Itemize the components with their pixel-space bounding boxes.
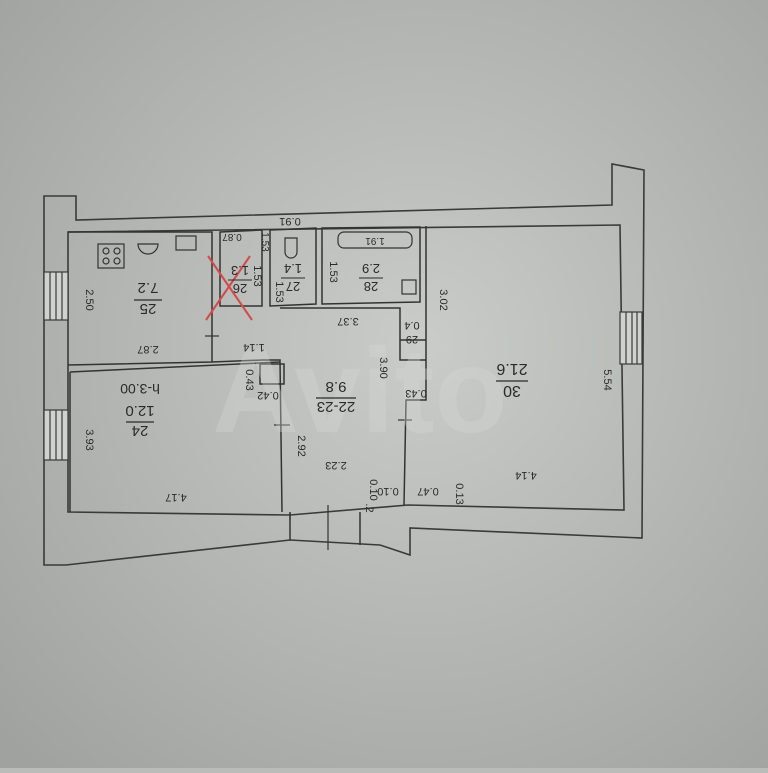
room-22-23-label: 22-23 9.8 (316, 378, 356, 415)
dim-2-92: 2.92 (295, 435, 307, 456)
dim-0-2: .2 (363, 503, 375, 512)
dim-1-53d: 1.53 (327, 261, 339, 282)
dim-top: 0.91 (279, 215, 300, 227)
dim-0-13: 0.13 (453, 483, 465, 504)
dim-2-50: 2.50 (83, 289, 95, 310)
dim-0-10: 0.10 (367, 479, 379, 500)
cross-out-mark (205, 255, 253, 321)
dim-3-90: 3.90 (377, 357, 389, 378)
dim-3-37: 3.37 (337, 315, 358, 327)
room-30-label: 30 21.6 (496, 360, 528, 399)
room-number: 24 (132, 422, 149, 439)
room-number: 26 (233, 281, 247, 296)
door-marks (205, 335, 412, 550)
dim-1-14: 1.14 (243, 341, 264, 353)
room-area: 21.6 (496, 360, 527, 377)
dim-0-43b: 0.43 (405, 387, 426, 399)
dim-5-54: 5.54 (601, 369, 613, 390)
top-dims: 0.91 (279, 215, 300, 227)
fixtures (97, 231, 417, 295)
dim-0-47: 0.47 (417, 485, 438, 497)
dim-0-42: 0.42 (257, 389, 278, 401)
room-28-label: 28 2.9 (359, 261, 383, 294)
room-area: 7.2 (138, 279, 159, 296)
dim-room28-top: 1.91 (365, 235, 385, 246)
dimension-labels: 2.50 2.87 1.53 1.53 1.53 3.37 3.02 1.14 … (83, 261, 613, 512)
dim-room26-top: 0.87 (222, 231, 242, 242)
room-24-label: 24 12.0 (125, 402, 154, 439)
room-area: 9.8 (326, 378, 347, 395)
dim-1-53b: 1.53 (251, 265, 263, 286)
interior-walls (67, 226, 427, 545)
room-25-label: 25 7.2 (134, 279, 162, 317)
room-area: 0.4 (404, 319, 419, 331)
room-26-label: 26 1.3 (228, 263, 252, 296)
dim-1-53c: 1.53 (273, 281, 285, 302)
dim-room27-top: 1.53 (259, 232, 270, 252)
room-number: 30 (503, 382, 521, 399)
outer-walls (43, 163, 645, 566)
room-27-label: 27 1.4 (281, 261, 305, 294)
room-29-label: 29 0.4 (404, 319, 419, 345)
room-area: 1.4 (284, 261, 302, 276)
room-number: 28 (364, 279, 378, 294)
room-area: 12.0 (125, 402, 154, 419)
dim-3-02: 3.02 (437, 289, 449, 310)
ceiling-height: h-3.00 (120, 381, 160, 397)
room-number: 29 (406, 333, 418, 345)
dim-2-23: 2.23 (325, 459, 346, 471)
room-area: 2.9 (362, 261, 380, 276)
room-area: 1.3 (231, 263, 249, 278)
room-number: 27 (286, 279, 300, 294)
dim-4-17: 4.17 (165, 491, 186, 503)
dim-4-14: 4.14 (515, 469, 536, 481)
room-number: 22-23 (317, 398, 355, 415)
watermark-text: Avito (212, 324, 508, 458)
windows (43, 271, 643, 461)
room-number: 25 (140, 300, 157, 317)
dim-3-93: 3.93 (83, 429, 95, 450)
dim-2-87: 2.87 (137, 343, 158, 355)
dim-0-43a: 0.43 (243, 369, 255, 390)
dim-0-10b: 0.10 (377, 485, 398, 497)
